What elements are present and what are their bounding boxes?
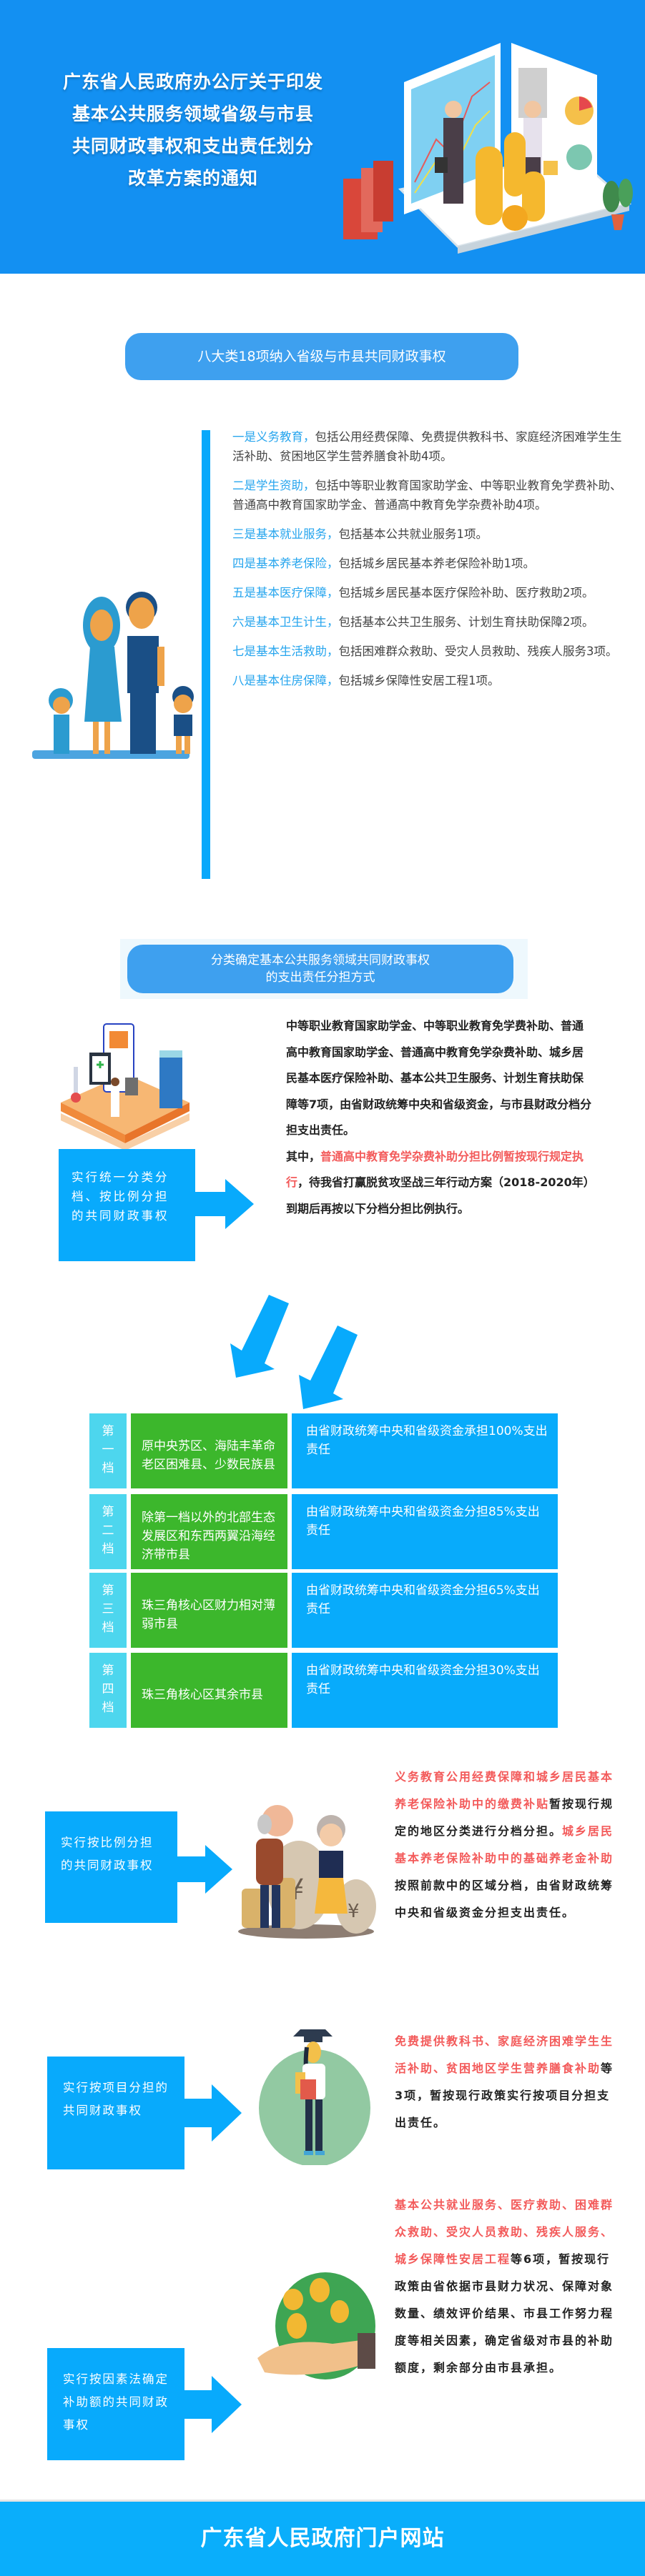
category-box-factor-method: 实行按因素法确定补助额的共同财政事权 — [47, 2348, 184, 2460]
title-line: 共同财政事权和支出责任划分 — [72, 136, 314, 156]
category-name: 四是基本养老保险， — [232, 557, 339, 570]
highlight-text: 义务教育公用经费保障和城乡居民基本养老保险补助中的缴费补贴 — [395, 1770, 614, 1811]
tier-label-text: 第四档 — [102, 1664, 114, 1715]
title-line: 的支出责任分担方式 — [265, 970, 375, 985]
list-item: 三是基本就业服务，包括基本公共就业服务1项。 — [232, 524, 622, 544]
graduate-student-illustration-icon — [259, 2029, 370, 2165]
tier-label: 第四档 — [89, 1653, 127, 1728]
factor-method-description: 基本公共就业服务、医疗救助、困难群众救助、受灾人员救助、残疾人服务、城乡保障性安… — [395, 2192, 618, 2382]
tier-region: 珠三角核心区其余市县 — [131, 1653, 287, 1728]
tier-row: 第一档 原中央苏区、海陆丰革命老区困难县、少数民族县 由省财政统筹中央和省级资金… — [89, 1413, 558, 1488]
category-name: 七是基本生活救助， — [232, 645, 339, 658]
svg-text:¥: ¥ — [348, 1901, 360, 1922]
title-line: 改革方案的通知 — [127, 168, 258, 189]
tier-row: 第三档 珠三角核心区财力相对薄弱市县 由省财政统筹中央和省级资金分担65%支出责… — [89, 1573, 558, 1648]
project-sharing-description: 免费提供教科书、家庭经济困难学生生活补助、贫困地区学生营养膳食补助等3项，暂按现… — [395, 2028, 618, 2137]
category-name: 一是义务教育， — [232, 430, 315, 444]
tier-region: 原中央苏区、海陆丰革命老区困难县、少数民族县 — [131, 1413, 287, 1488]
tiered-sharing-description: 中等职业教育国家助学金、中等职业教育免学费补助、普通高中教育国家助学金、普通高中… — [286, 1013, 594, 1222]
note-highlight: 普通高中教育免学杂费补助分担比例暂按现行规定执行 — [286, 1149, 584, 1190]
tier-share: 由省财政统筹中央和省级资金分担65%支出责任 — [292, 1573, 558, 1648]
tier-label-text: 第三档 — [102, 1583, 114, 1635]
title-line: 广东省人民政府办公厅关于印发 — [62, 71, 323, 92]
elderly-couple-money-illustration-icon: ¥ ¥ — [238, 1805, 376, 1939]
tier-share: 由省财政统筹中央和省级资金分担85%支出责任 — [292, 1494, 558, 1569]
highlight-text: 基本公共就业服务、医疗救助、困难群众救助、受灾人员救助、残疾人服务、城乡保障性安… — [395, 2198, 614, 2266]
tier-label: 第二档 — [89, 1494, 127, 1569]
list-item: 五是基本医疗保障，包括城乡居民基本医疗保险补助、医疗救助2项。 — [232, 583, 622, 602]
category-name: 三是基本就业服务， — [232, 527, 339, 541]
arrow-right-icon — [195, 1179, 254, 1229]
highlight-text: 免费提供教科书、家庭经济困难学生生活补助、贫困地区学生营养膳食补助 — [395, 2034, 614, 2075]
category-desc: 包括公用经费保障、免费提供教科书、家庭经济困难学生生活补助、贫困地区学生营养膳食… — [232, 430, 622, 463]
body-text: 按照前款中的区域分档，由省财政统筹中央和省级资金分担支出责任。 — [395, 1879, 614, 1919]
category-box-proportional-sharing: 实行按比例分担的共同财政事权 — [45, 1811, 177, 1923]
body-text: 等3项，暂按现行政策实行按项目分担支出责任。 — [395, 2062, 614, 2129]
arrow-right-icon — [177, 1845, 232, 1894]
title-line: 分类确定基本公共服务领域共同财政事权 — [211, 953, 430, 968]
down-left-arrows-icon — [230, 1295, 358, 1409]
family-illustration-icon — [32, 592, 194, 759]
tier-share: 由省财政统筹中央和省级资金分担30%支出责任 — [292, 1653, 558, 1728]
tier-label: 第一档 — [89, 1413, 127, 1488]
hand-coins-illustration-icon — [257, 2272, 375, 2379]
section-1-title: 八大类18项纳入省级与市县共同财政事权 — [125, 333, 518, 380]
arrow-right-icon — [184, 2376, 242, 2433]
list-accent-bar — [202, 430, 210, 879]
tier-row: 第四档 珠三角核心区其余市县 由省财政统筹中央和省级资金分担30%支出责任 — [89, 1653, 558, 1728]
note-suffix: ，待我省打赢脱贫攻坚战三年行动方案（2018-2020年）到期后再按以下分档分担… — [286, 1175, 589, 1215]
category-desc: 包括城乡居民基本医疗保险补助、医疗救助2项。 — [338, 586, 594, 600]
category-desc: 包括困难群众救助、受灾人员救助、残疾人服务3项。 — [338, 645, 618, 658]
list-item: 六是基本卫生计生，包括基本公共卫生服务、计划生育扶助保障2项。 — [232, 612, 622, 632]
section-2-title: 分类确定基本公共服务领域共同财政事权 的支出责任分担方式 — [127, 945, 513, 993]
category-box-project-sharing: 实行按项目分担的共同财政事权 — [47, 2057, 184, 2169]
category-box-tiered-sharing: 实行统一分类分档、按比例分担的共同财政事权 — [59, 1149, 195, 1261]
category-name: 六是基本卫生计生， — [232, 615, 339, 629]
arrow-right-icon — [184, 2084, 242, 2142]
category-list: 一是义务教育，包括公用经费保障、免费提供教科书、家庭经济困难学生生活补助、贫困地… — [232, 427, 622, 700]
category-name: 五是基本医疗保障， — [232, 586, 339, 600]
tier-label: 第三档 — [89, 1573, 127, 1648]
tier-row: 第二档 除第一档以外的北部生态发展区和东西两翼沿海经济带市县 由省财政统筹中央和… — [89, 1494, 558, 1569]
body-text: 等6项，暂按现行政策由省依据市县财力状况、保障对象数量、绩效评价结果、市县工作努… — [395, 2252, 614, 2374]
page-title: 广东省人民政府办公厅关于印发 基本公共服务领域省级与市县 共同财政事权和支出责任… — [29, 66, 358, 194]
tier-share: 由省财政统筹中央和省级资金承担100%支出责任 — [292, 1413, 558, 1488]
list-item: 四是基本养老保险，包括城乡居民基本养老保险补助1项。 — [232, 554, 622, 573]
footer-banner: 广东省人民政府门户网站 — [0, 2500, 645, 2576]
category-name: 八是基本住房保障， — [232, 674, 339, 687]
clinic-illustration-icon — [61, 1023, 189, 1149]
category-desc: 包括城乡居民基本养老保险补助1项。 — [338, 557, 536, 570]
category-desc: 包括中等职业教育国家助学金、中等职业教育免学费补助、普通高中教育国家助学金、普通… — [232, 479, 622, 512]
list-item: 七是基本生活救助，包括困难群众救助、受灾人员救助、残疾人服务3项。 — [232, 642, 622, 661]
proportional-sharing-description: 义务教育公用经费保障和城乡居民基本养老保险补助中的缴费补贴暂按现行规定的地区分类… — [395, 1764, 618, 1926]
body-text: 暂按现行规定的地区分类进行分档分担。 — [395, 1797, 614, 1838]
title-line: 基本公共服务领域省级与市县 — [72, 104, 314, 124]
category-desc: 包括城乡保障性安居工程1项。 — [338, 674, 500, 687]
tier-region: 珠三角核心区财力相对薄弱市县 — [131, 1573, 287, 1648]
list-item: 八是基本住房保障，包括城乡保障性安居工程1项。 — [232, 671, 622, 690]
category-name: 二是学生资助， — [232, 479, 315, 492]
footer-site-name: 广东省人民政府门户网站 — [200, 2526, 445, 2551]
category-desc: 包括基本公共就业服务1项。 — [338, 527, 488, 541]
list-item: 一是义务教育，包括公用经费保障、免费提供教科书、家庭经济困难学生生活补助、贫困地… — [232, 427, 622, 466]
tier-label-text: 第二档 — [102, 1505, 114, 1556]
business-finance-illustration-icon — [343, 43, 633, 254]
category-desc: 包括基本公共卫生服务、计划生育扶助保障2项。 — [338, 615, 594, 629]
tier-region: 除第一档以外的北部生态发展区和东西两翼沿海经济带市县 — [131, 1494, 287, 1569]
tier-label-text: 第一档 — [102, 1424, 114, 1476]
note-prefix: 其中， — [286, 1149, 321, 1163]
highlight-text: 城乡居民基本养老保险补助中的基础养老金补助 — [395, 1824, 614, 1865]
tiered-items-text: 中等职业教育国家助学金、中等职业教育免学费补助、普通高中教育国家助学金、普通高中… — [286, 1019, 592, 1137]
list-item: 二是学生资助，包括中等职业教育国家助学金、中等职业教育免学费补助、普通高中教育国… — [232, 476, 622, 514]
